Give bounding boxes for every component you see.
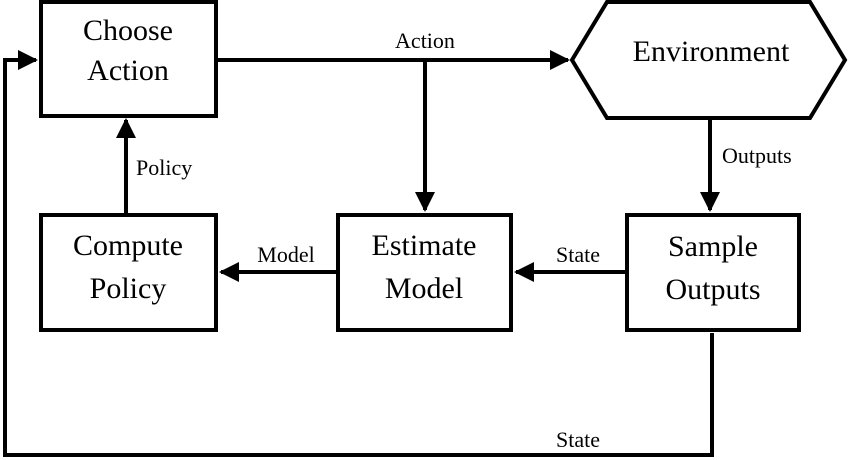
compute-policy-box — [39, 213, 218, 332]
action-edge-label: Action — [395, 28, 455, 53]
estimate-model-label-line2: Model — [385, 272, 463, 305]
sample-outputs-label-line1: Sample — [668, 230, 758, 263]
state-feedback-arrow — [3, 50, 714, 457]
policy-edge-label: Policy — [136, 155, 192, 180]
estimate-model-label-line1: Estimate — [372, 229, 477, 262]
outputs-edge-label: Outputs — [722, 143, 792, 168]
sample-outputs-box — [625, 213, 801, 332]
model-edge-label: Model — [257, 242, 314, 267]
compute-policy-label-line2: Policy — [90, 272, 167, 305]
choose-action-label-line2: Action — [87, 54, 169, 87]
state-edge-label: State — [556, 242, 600, 267]
compute-policy-label-line1: Compute — [73, 229, 183, 262]
estimate-model-box — [336, 213, 513, 332]
environment-label: Environment — [633, 35, 790, 68]
state-feedback-edge-label: State — [556, 427, 600, 452]
environment-hexagon — [569, 0, 848, 120]
choose-action-label-line1: Choose — [83, 14, 173, 47]
sample-outputs-label-line2: Outputs — [665, 273, 760, 306]
choose-action-box — [39, 0, 218, 118]
